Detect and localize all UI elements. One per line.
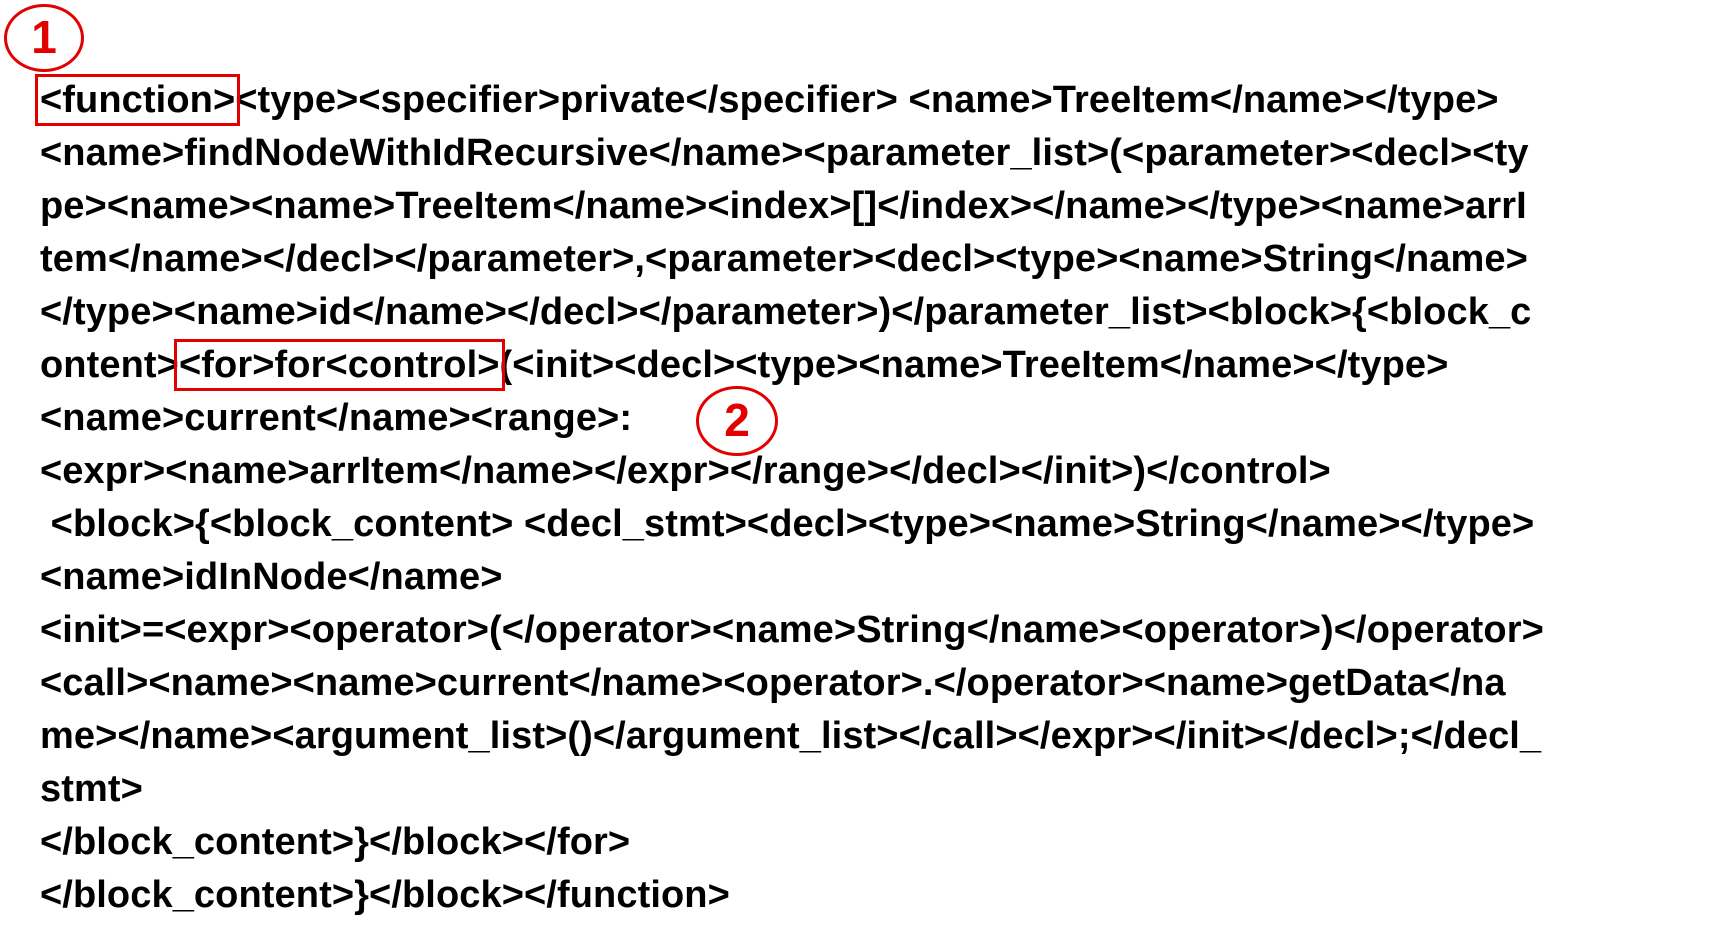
code-line: </block_content>}</block></function>	[40, 874, 730, 916]
code-line: ontent><for>for<control>(<init><decl><ty…	[40, 339, 1720, 392]
code-line: <init>=<expr><operator>(</operator><name…	[40, 609, 1544, 651]
highlight-box-for-control: <for>for<control>	[173, 339, 505, 391]
code-line: <function><type><specifier>private</spec…	[34, 74, 1720, 127]
highlight-box-function: <function>	[34, 74, 241, 126]
code-line: <call><name><name>current</name><operato…	[40, 662, 1506, 704]
code-line: stmt>	[40, 768, 143, 810]
code-text: <type><specifier>private</specifier> <na…	[235, 79, 1499, 121]
callout-marker-1: 1	[4, 4, 84, 72]
code-line: pe><name><name>TreeItem</name><index>[]<…	[40, 185, 1527, 227]
code-line: tem</name></decl></parameter>,<parameter…	[40, 238, 1528, 280]
callout-marker-2: 2	[696, 386, 778, 456]
code-line: <name>findNodeWithIdRecursive</name><par…	[40, 132, 1529, 174]
code-line: <name>current</name><range>:	[40, 397, 633, 439]
code-block: <function><type><specifier>private</spec…	[34, 74, 1720, 922]
code-line: <name>idInNode</name>	[40, 556, 503, 598]
code-line: </type><name>id</name></decl></parameter…	[40, 291, 1532, 333]
code-text: (<init><decl><type><name>TreeItem</name>…	[499, 344, 1449, 386]
code-text: ontent>	[40, 344, 179, 386]
code-line: me></name><argument_list>()</argument_li…	[40, 715, 1542, 757]
code-line: <expr><name>arrItem</name></expr></range…	[40, 450, 1331, 492]
code-line: <block>{<block_content> <decl_stmt><decl…	[40, 503, 1535, 545]
code-line: </block_content>}</block></for>	[40, 821, 631, 863]
